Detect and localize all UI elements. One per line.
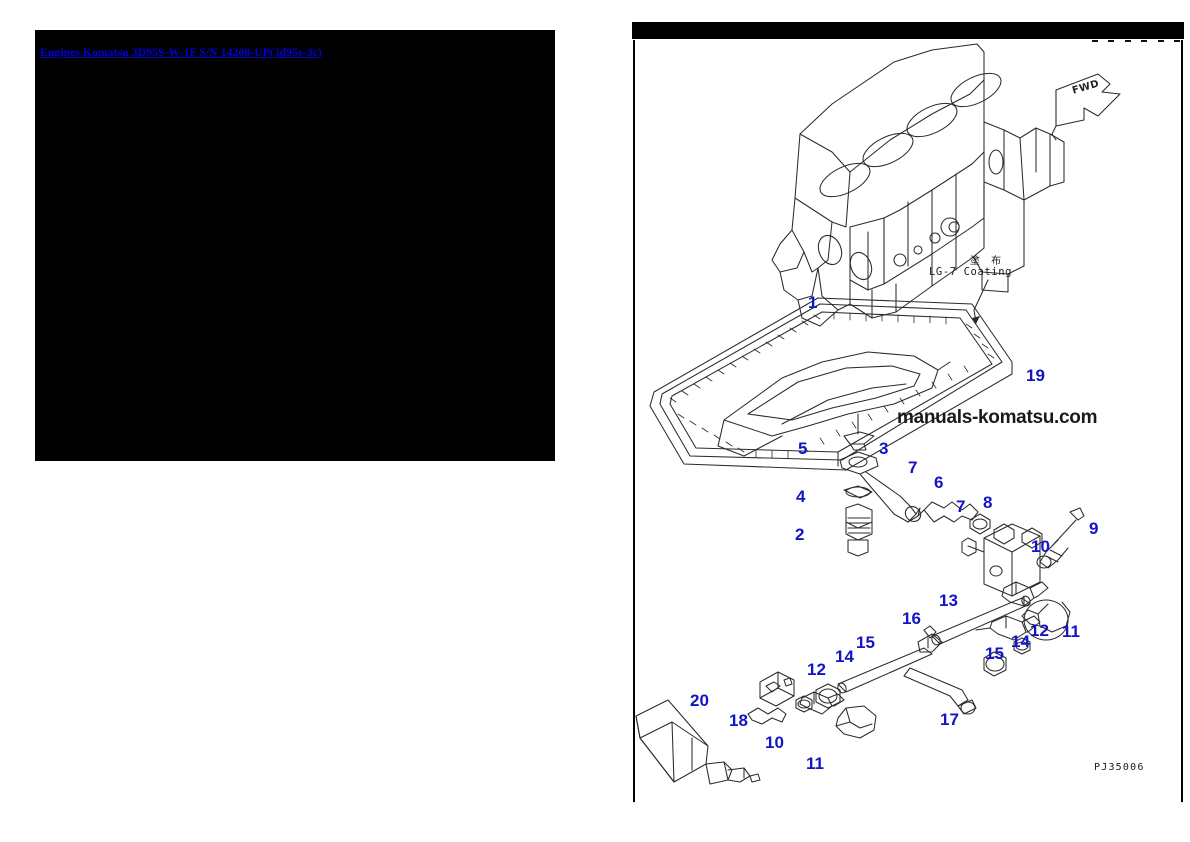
lower-parts-group (635, 671, 877, 785)
callout-number: 3 (879, 439, 889, 458)
callout-number: 15 (985, 644, 1004, 663)
callout-number: 12 (1030, 621, 1049, 640)
diagram-frame-left-rule (633, 40, 635, 802)
callout-number: 14 (1011, 632, 1030, 651)
parts-line-drawing (635, 43, 1121, 785)
callout-number: 15 (856, 633, 875, 652)
callout-number: 5 (798, 439, 808, 458)
callout-number: 6 (934, 473, 944, 492)
left-content-panel: Engines Komatsu 3D95S-W-1F S/N 14208-UP(… (35, 30, 555, 461)
callout-number: 18 (729, 711, 748, 730)
engine-block-illustration (771, 43, 1065, 327)
callout-number: 11 (806, 754, 824, 773)
callout-number: 10 (765, 733, 784, 752)
callout-number: 7 (956, 497, 966, 516)
callout-number: 12 (807, 660, 826, 679)
callout-number: 7 (908, 458, 918, 477)
callout-number: 13 (939, 591, 958, 610)
callout-number: 11 (1062, 622, 1080, 641)
coating-leader (973, 279, 989, 323)
page-title-link[interactable]: Engines Komatsu 3D95S-W-1F S/N 14208-UP(… (40, 47, 322, 59)
drain-plug-assembly (839, 413, 922, 557)
callout-number: 10 (1031, 537, 1050, 556)
callout-number: 1 (808, 293, 818, 312)
coating-annotation-jp: 塗 布 (970, 256, 1006, 267)
callout-number: 2 (795, 525, 805, 544)
callout-number: 8 (983, 493, 993, 512)
site-watermark: manuals-komatsu.com (897, 407, 1098, 428)
callout-number: 17 (940, 710, 959, 729)
callout-number: 16 (902, 609, 921, 628)
bracket-and-fittings (917, 501, 1085, 641)
diagram-part-code: PJ35006 (1094, 762, 1145, 773)
header-dash-marks (1092, 40, 1180, 43)
callout-number: 4 (796, 487, 806, 506)
diagram-frame-right-rule (1181, 40, 1183, 802)
oil-tube-assembly (747, 595, 1031, 725)
callout-number: 20 (690, 691, 709, 710)
coating-annotation-en: LG-7 Coating (929, 266, 1013, 278)
callout-number: 9 (1089, 519, 1099, 538)
callout-number: 14 (835, 647, 854, 666)
fwd-arrow-marker (1051, 73, 1121, 141)
diagram-header-bar (632, 22, 1184, 39)
parts-diagram-panel: 塗 布 LG-7 Coating FWD manuals-komatsu.com… (632, 22, 1184, 802)
oil-pan-illustration (649, 297, 1013, 471)
callout-number: 19 (1026, 366, 1045, 385)
